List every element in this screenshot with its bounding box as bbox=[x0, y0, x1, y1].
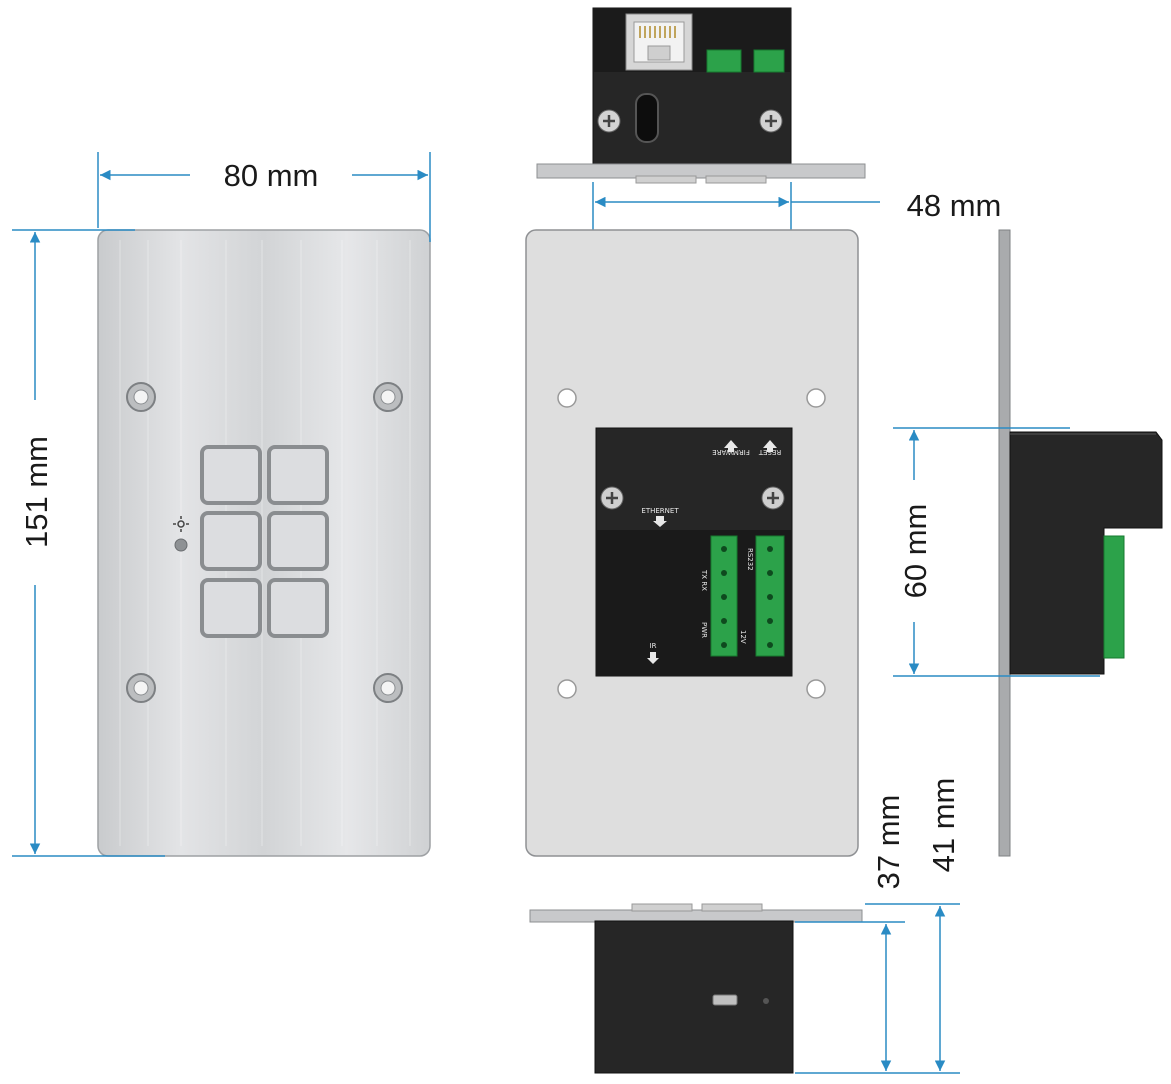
screw-icon bbox=[759, 109, 783, 133]
ethernet-label: ETHERNET bbox=[641, 507, 679, 515]
side-module-body bbox=[1009, 431, 1163, 675]
terminal-block bbox=[706, 49, 742, 73]
mounting-screw-holes bbox=[126, 382, 403, 703]
screw-icon bbox=[600, 486, 624, 510]
side-view bbox=[998, 229, 1163, 857]
screw-icon bbox=[597, 109, 621, 133]
arrow-up-icon bbox=[763, 440, 777, 452]
width-label: 80 mm bbox=[224, 158, 319, 193]
dimension-height-151: 151 mm bbox=[12, 229, 165, 857]
key-button bbox=[200, 445, 262, 505]
top-flange bbox=[536, 163, 866, 179]
ethernet-port-icon bbox=[625, 13, 693, 71]
key-button bbox=[200, 578, 262, 638]
keypad-buttons bbox=[200, 445, 329, 638]
terminal-block bbox=[753, 49, 785, 73]
depth-outer-label: 41 mm bbox=[926, 778, 961, 873]
side-terminal bbox=[1103, 535, 1125, 659]
key-button bbox=[267, 511, 329, 571]
dimension-depth-37: 37 mm bbox=[795, 795, 960, 1074]
terminal-block bbox=[755, 535, 785, 657]
module-width-label: 48 mm bbox=[907, 188, 1002, 223]
key-button bbox=[200, 511, 262, 571]
bottom-view bbox=[529, 903, 863, 1074]
terminal-block bbox=[710, 535, 738, 657]
ir-label: IR bbox=[650, 642, 657, 650]
front-plate bbox=[97, 229, 431, 857]
module-height-label: 60 mm bbox=[898, 504, 933, 599]
12v-label: 12V bbox=[739, 630, 747, 644]
bottom-module-body bbox=[594, 920, 794, 1074]
front-view bbox=[97, 229, 431, 857]
side-plate bbox=[998, 229, 1011, 857]
bottom-flange bbox=[529, 909, 863, 923]
pwr-label: PWR bbox=[700, 622, 708, 638]
key-button bbox=[267, 445, 329, 505]
key-button bbox=[267, 578, 329, 638]
dimension-depth-41: 41 mm bbox=[865, 778, 961, 1071]
usb-slot bbox=[635, 93, 659, 143]
rear-screw-holes bbox=[557, 388, 826, 699]
status-led bbox=[174, 538, 188, 552]
depth-inner-label: 37 mm bbox=[871, 795, 906, 890]
tx-rx-label: TX RX bbox=[700, 569, 708, 591]
top-view bbox=[536, 7, 866, 184]
height-label: 151 mm bbox=[19, 436, 54, 548]
screw-icon bbox=[761, 486, 785, 510]
indicator-hole bbox=[763, 998, 769, 1004]
micro-usb-port bbox=[712, 994, 738, 1006]
dimension-height-60: 60 mm bbox=[893, 427, 1100, 677]
sun-icon bbox=[173, 516, 189, 532]
arrow-down-icon bbox=[647, 652, 659, 664]
arrow-up-icon bbox=[724, 440, 738, 452]
dimension-width-80: 80 mm bbox=[97, 152, 431, 242]
rs232-label: RS232 bbox=[746, 548, 754, 571]
rear-view: ETHERNET IR FIRMWARE RESET TX RX PWR 12V… bbox=[525, 229, 859, 857]
arrow-down-icon bbox=[653, 516, 667, 527]
